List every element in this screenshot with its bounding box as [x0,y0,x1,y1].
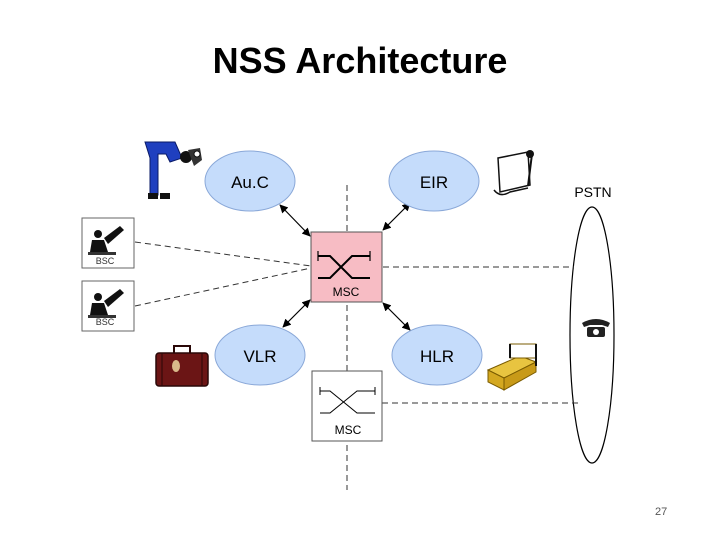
bsc-2-node[interactable]: BSC [81,280,135,332]
telephone-icon [582,319,610,337]
msc-main-label: MSC [333,285,360,299]
arrow-eir-msc [382,202,411,231]
operator-at-desk-icon [88,289,124,318]
auc-node[interactable]: Au.C [204,150,296,212]
scroll-document-icon [493,150,534,196]
hlr-node[interactable]: HLR [391,324,483,386]
pstn-ellipse [569,206,615,464]
msc-main-node[interactable]: MSC [310,231,383,303]
bsc-2-label: BSC [96,317,115,327]
page-number: 27 [655,506,668,518]
hlr-label: HLR [420,347,454,366]
arrow-vlr-msc [282,299,311,328]
bsc-1-node[interactable]: BSC [81,217,135,269]
arrow-auc-msc [279,204,311,237]
switch-icon [319,387,376,414]
vlr-label: VLR [243,347,276,366]
pstn-label: PSTN [574,184,611,200]
bed-icon [486,343,538,391]
eir-node[interactable]: EIR [388,150,480,212]
bsc-1-label: BSC [96,256,115,266]
msc-secondary-node[interactable]: MSC [311,370,383,442]
bsc-1-link [134,241,312,267]
auc-label: Au.C [231,173,269,192]
switch-icon [317,251,371,279]
operator-at-desk-icon [88,226,124,255]
eir-label: EIR [420,173,448,192]
slide-title: NSS Architecture [212,40,508,81]
msc-secondary-label: MSC [335,423,362,437]
suitcase-icon [155,345,209,387]
arrow-hlr-msc [382,302,411,331]
person-with-tools-icon [144,141,202,199]
vlr-node[interactable]: VLR [214,324,306,386]
bsc-2-link [134,267,312,307]
